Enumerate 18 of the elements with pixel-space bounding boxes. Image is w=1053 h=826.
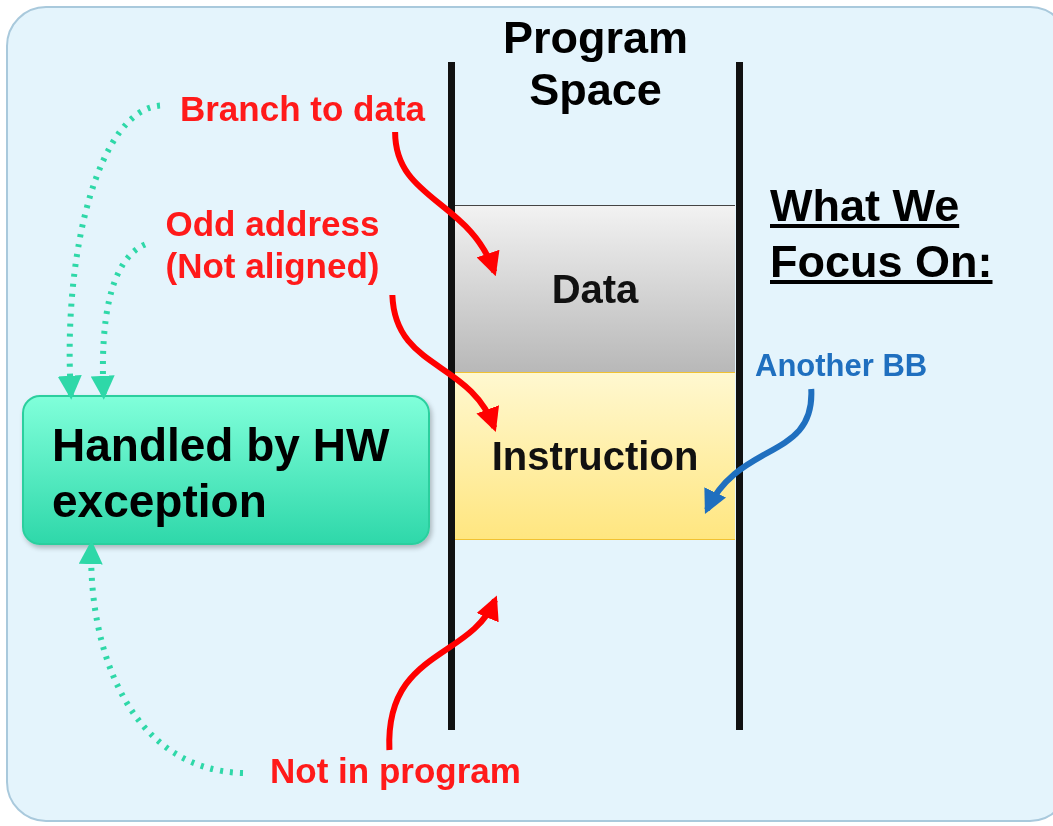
annotation-label: Not in program — [269, 750, 522, 792]
box-label: Handled by HW exception — [52, 418, 391, 529]
block-label: Instruction — [491, 433, 699, 479]
exception-box — [22, 395, 430, 545]
annotation-label: Odd address (Not aligned) — [164, 203, 381, 287]
curved-arrow — [90, 241, 147, 400]
annotation-label: Branch to data — [178, 88, 427, 130]
curved-arrow — [58, 102, 161, 400]
curved-arrow — [386, 595, 498, 751]
column-heading: Program Space — [501, 12, 690, 116]
instruction-block — [455, 372, 735, 540]
curved-arrow — [392, 131, 498, 277]
curved-arrow — [704, 388, 815, 514]
block-label: Data — [551, 266, 639, 312]
curved-arrow — [389, 294, 498, 432]
data-block — [455, 205, 735, 372]
annotation-label: Another BB — [755, 347, 929, 385]
heading-label: What We Focus On: — [770, 179, 994, 289]
